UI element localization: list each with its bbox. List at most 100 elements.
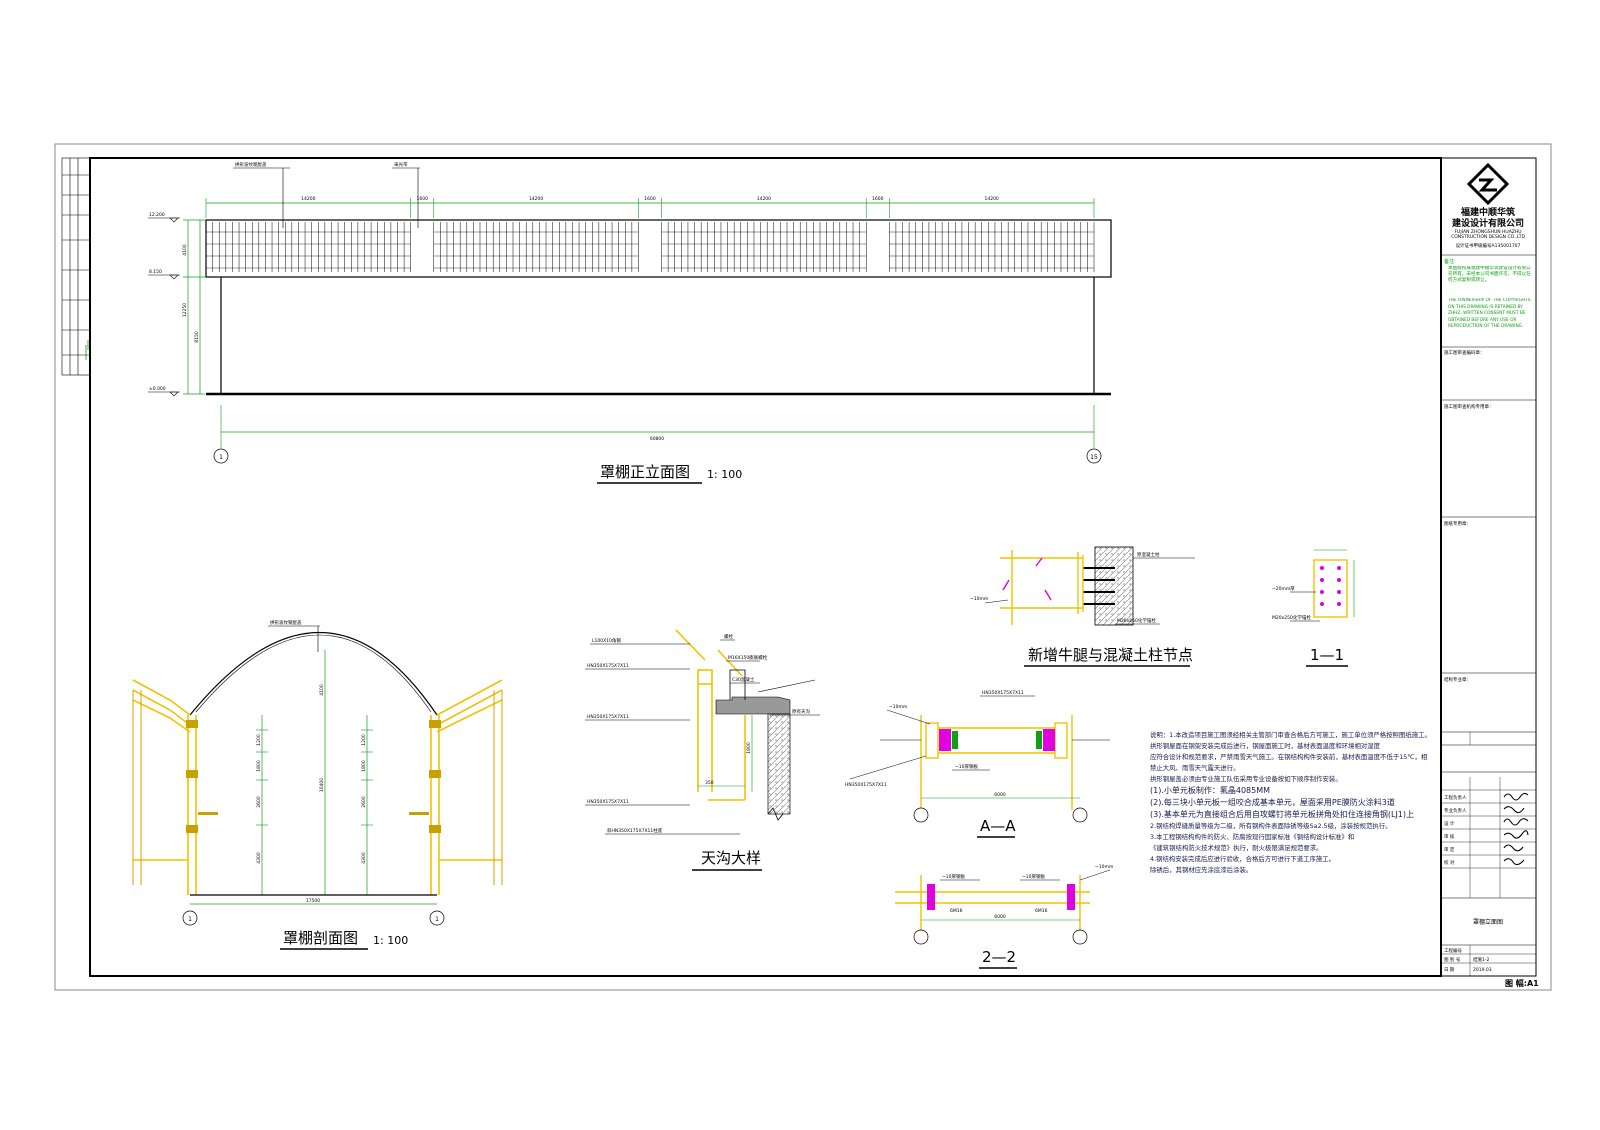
notice-cn: 本图版权属福建中顺华筑建设设计有限公司所有，未经本公司书面许可，不得以任何方式复… [1448,266,1531,283]
detailAA-title: A—A [980,817,1016,835]
gutter-title: 天沟大样 [701,849,761,867]
misc-2: 日 期 [1444,967,1455,973]
gutter-label-5: M16X150膨胀螺栓 [728,654,768,661]
elev-axis-15: 15 [1090,454,1098,461]
note-line: 3.本工程钢结构构件的防火、防腐按现行国家标准《钢结构设计标准》和 [1150,833,1355,841]
elev-axis-15-bubble [1086,448,1102,464]
section-dim-left-1: 1800 [256,760,262,772]
misc-1: 图 别 号 [1444,956,1461,963]
bracket-label-1: ~10mm [970,596,988,602]
section-title: 罩棚剖面图 [283,929,358,947]
section-label: 拱形波纹钢屋盖 [270,619,302,626]
gutter-dim-0: 350 [705,780,714,786]
gutter-wall [767,713,791,815]
company-cert: 设计证书甲级编号A135001707 [1456,242,1521,249]
detail11-label-1: M20x250化学锚栓 [1272,614,1311,621]
elev-level-0: 12.200 [149,212,165,218]
section-dim-left-3: 4300 [256,852,262,864]
gutter-label-8: 螺栓 [724,633,733,640]
signatures [1503,792,1529,866]
elev-dim-left-1: 12250 [182,303,188,317]
detail11-title: 1—1 [1310,646,1344,664]
notice-cn-box: 本图版权属福建中顺华筑建设设计有限公司所有，未经本公司书面许可，不得以任何方式复… [1448,266,1531,283]
misc-0: 工程编号 [1444,947,1462,954]
elevation-title: 罩棚正立面图 [600,463,690,481]
section-dim-right-2: 2600 [361,796,367,808]
elevation-scale: 1: 100 [707,468,742,481]
section-dim-right-0: 1200 [361,734,367,746]
section-dim-right-1: 1800 [361,760,367,772]
elev-dim-top: 1600 [872,196,884,202]
elev-axis-1: 1 [219,454,223,461]
note-line: 拱形钢屋盖必须由专业施工队伍采用专业设备按如下顺序制作安装。 [1150,775,1342,783]
title-row-3: 审 核 [1444,833,1455,840]
detail-a-a: ~10mm HN350X175X7X11 HN350X175X7X11 ~10厚… [845,690,1110,838]
detailAA-dim: 6000 [994,792,1006,798]
gutter-label-7: 原有天沟 [792,708,810,715]
note-line: 拱形钢屋面在钢架安装完成后进行，钢屋面施工时，基材表面温度和环境相对湿度 [1150,742,1381,750]
detailAA-label-1: HN350X175X7X11 [982,690,1024,696]
detail11-label-0: ~20mm厚 [1272,586,1295,592]
detailAA-label-3: ~10厚钢板 [955,763,978,770]
elev-dim-left-2: 8150 [194,331,200,343]
gutter-detail: L100X10角钢 HN350X175X7X11 HN350X175X7X11 … [585,629,820,871]
gutter-label-6: C30混凝土 [732,676,755,683]
section-view: 4100 10400 1200 1800 2600 4300 1200 1800… [132,619,503,950]
section-dim-left-0: 1200 [256,734,262,746]
design-notes: 说明：1.本改造项目施工图须经相关主管部门审查合格后方可施工，施工单位须严格按照… [1150,730,1428,905]
title-row-2: 设 计 [1444,820,1455,827]
company-logo-icon [1466,162,1510,206]
note-line: 2.钢结构焊缝质量等级为二级，所有钢构件表面除锈等级Sa2.5级，涂装按规范执行… [1150,822,1392,830]
notes-list: 说明：1.本改造项目施工图须经相关主管部门审查合格后方可施工，施工单位须严格按照… [1150,730,1428,876]
notice-en: THE OWNERSHIP OF THE COPYRIGHTS ON THIS … [1448,298,1531,329]
note-line: 4.钢结构安装完成后应进行验收，合格后方可进行下道工序施工。 [1150,855,1336,863]
note-line: 除锈后，其钢材应先涂底漆后涂装。 [1150,866,1253,874]
note-line: (3).基本单元为直接组合后用自攻螺钉将单元板拼角处扣住连接角钢(LJ1)上 [1150,810,1415,819]
detail22-dim: 6000 [994,914,1006,920]
notice-label: 备注: [1444,258,1456,265]
note-line: 《建筑钢结构防火技术规范》执行，耐火极限满足规范要求。 [1150,844,1323,852]
elev-label-skylight: 采光带 [394,161,408,168]
detail-1-1: ~20mm厚 M20x250化学锚栓 1—1 [1272,549,1355,667]
detail22-label-1: ~10厚钢板 [1022,873,1045,880]
bracket-detail: 原混凝土柱 ~10mm M20x250化学锚栓 新增牛腿与混凝土柱节点 [970,546,1195,667]
outer-border [54,143,1552,991]
detail22-label-3: 6M16 [950,908,963,914]
elev-dim-top: 1600 [644,196,656,202]
elev-level-1: 8.150 [149,269,162,275]
company-name-en1: FUJIAN ZHONGSHUN HUAZHU [1454,229,1521,235]
title-row-0: 工程负责人 [1444,794,1467,801]
elev-dim-top: 14200 [984,196,998,202]
note-line: 应符合设计和规范要求，严禁雨雪天气施工。在钢结构构件安装前，基材表面温度不低于1… [1150,753,1428,761]
stamp-label-4: 结构专业章： [1444,676,1471,683]
section-scale: 1: 100 [373,934,408,947]
detail22-label-2: ~10mm [1095,864,1113,870]
section-dim-center-0: 4100 [319,684,325,696]
company-name-cn2: 建设设计有限公司 [1452,217,1524,229]
detailAA-label-2: HN350X175X7X11 [845,782,887,788]
gutter-label-0: L100X10角钢 [592,637,621,644]
bracket-title: 新增牛腿与混凝土柱节点 [1028,646,1193,664]
detail-2-2: ~10厚钢板 ~10厚钢板 ~10mm 6M16 6M16 6000 2—2 [895,864,1113,969]
misc-value-0: 结施1-2 [1473,956,1489,963]
company-name-en2: CONSTRUCTION DESIGN CO.,LTD [1451,234,1525,240]
gutter-label-3: HN350X175X7X11 [587,799,629,805]
stamp-label-1: 施工图审查编码章： [1444,349,1485,356]
drawing-name: 罩棚立面图 [1473,918,1503,926]
detailAA-label-0: ~10mm [889,704,907,710]
note-line: (2).每三块小单元板一组咬合成基本单元，屋面采用PE膜防火涂料3道 [1150,798,1395,807]
notice-en-box: THE OWNERSHIP OF THE COPYRIGHTS ON THIS … [1448,298,1531,329]
elevation-panels [205,222,1095,272]
elev-dim-top: 1600 [417,196,429,202]
title-row-1: 专业负责人 [1444,807,1467,814]
elev-dim-top: 14200 [757,196,771,202]
section-dim-center-1: 10400 [319,778,325,792]
stamp-label-3: 图纸专用章： [1444,520,1471,527]
stamp-label-2: 施工图审查机构专用章： [1444,403,1494,410]
section-span: 17500 [306,898,320,904]
sheet-size: 图 幅:A1 [1505,978,1539,988]
elev-axis-1-bubble [213,448,229,464]
gutter-dim-1: 1800 [746,742,752,754]
bracket-label-0: 原混凝土柱 [1137,551,1160,558]
